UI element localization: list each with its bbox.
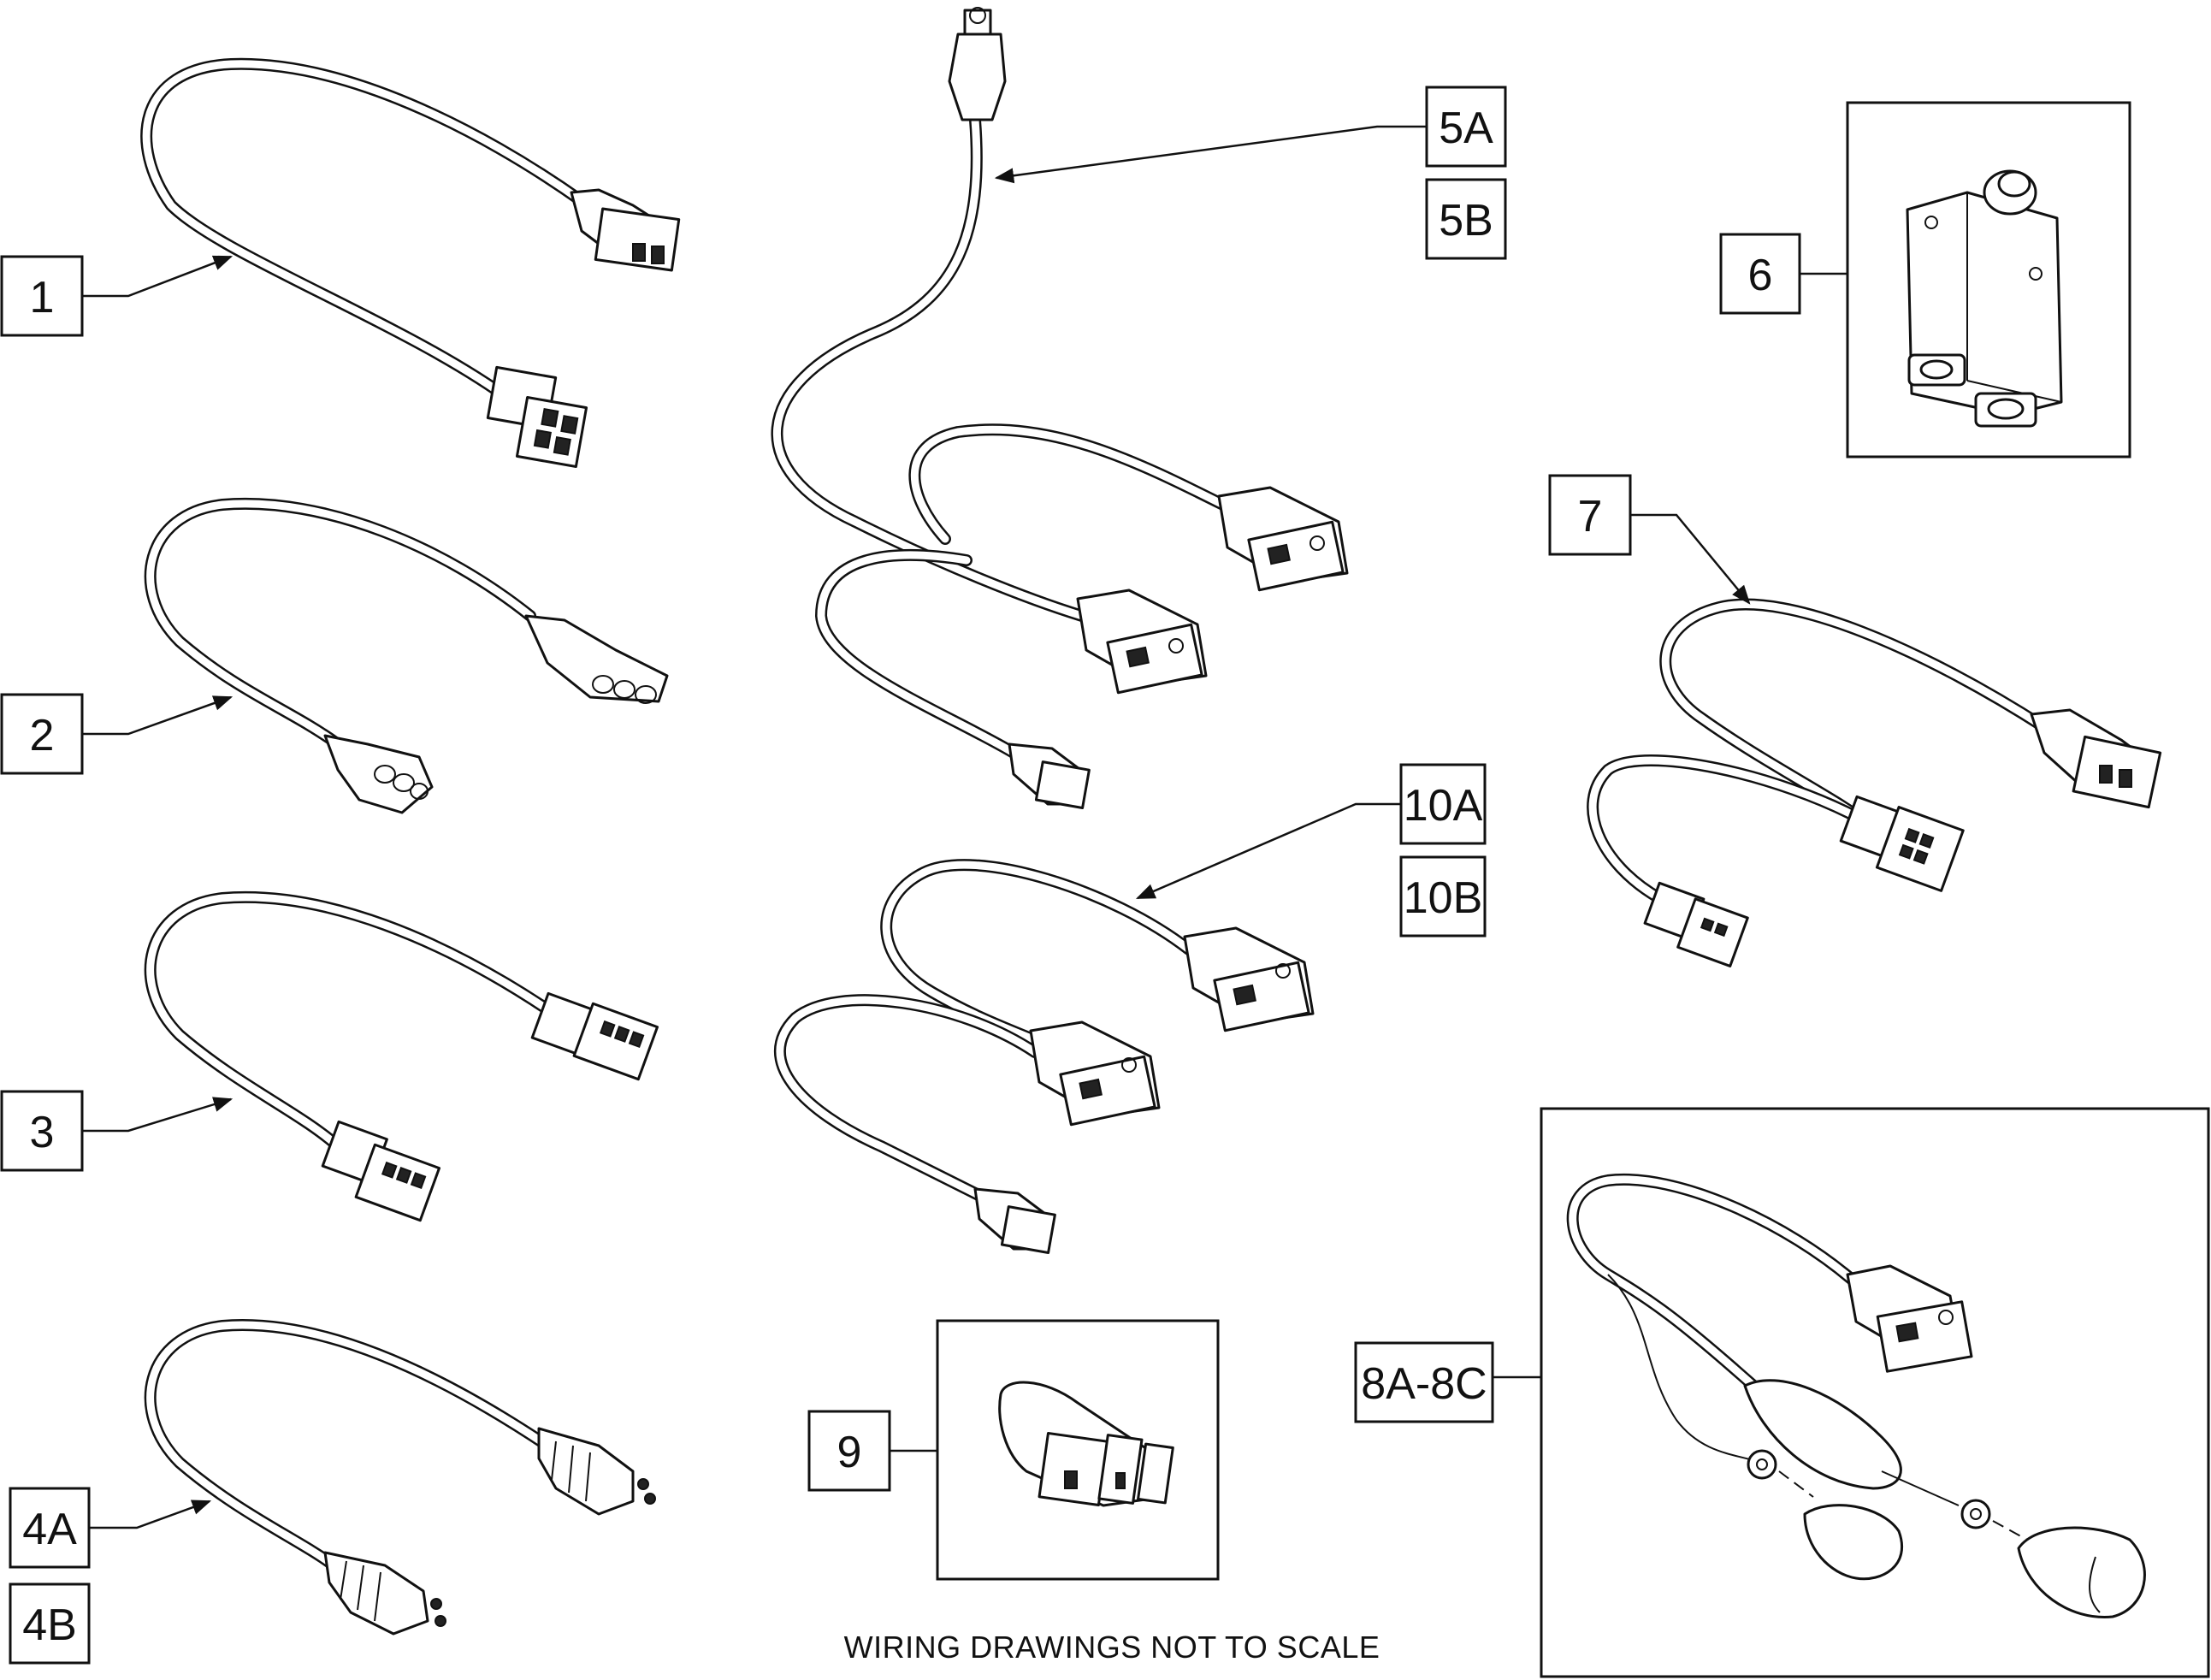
battery-harness-icon	[1540, 1107, 2210, 1678]
harness-7-icon	[1587, 598, 2162, 967]
item-6-frame	[1846, 101, 2131, 458]
svg-text:5A: 5A	[1439, 104, 1493, 153]
svg-text:3: 3	[30, 1108, 55, 1157]
label-10a: 10A	[1399, 763, 1487, 845]
harness-2-icon	[144, 498, 669, 814]
harness-5-icon	[771, 7, 1349, 810]
harness-1-icon	[140, 57, 681, 469]
label-8a-8c: 8A-8C	[1354, 1341, 1494, 1423]
svg-text:10A: 10A	[1404, 781, 1483, 831]
svg-text:10B: 10B	[1404, 873, 1483, 923]
circuit-breaker-icon	[1846, 101, 2131, 458]
svg-text:8A-8C: 8A-8C	[1361, 1359, 1487, 1409]
label-1: 1	[0, 255, 84, 337]
label-5a: 5A	[1425, 86, 1507, 168]
svg-text:5B: 5B	[1439, 196, 1493, 245]
leader-lines	[82, 125, 1847, 1529]
label-9: 9	[807, 1410, 891, 1492]
label-4a: 4A	[9, 1487, 91, 1569]
harness-4-icon	[144, 1319, 656, 1636]
harness-3-icon	[144, 891, 659, 1222]
not-to-scale-note: WIRING DRAWINGS NOT TO SCALE	[844, 1630, 1380, 1665]
item-8-frame	[1540, 1107, 2210, 1678]
label-2: 2	[0, 693, 84, 775]
label-10b: 10B	[1399, 855, 1487, 938]
label-7: 7	[1548, 474, 1632, 556]
svg-text:2: 2	[30, 711, 55, 760]
label-6: 6	[1719, 233, 1801, 315]
svg-text:4B: 4B	[22, 1600, 77, 1650]
harness-10-icon	[773, 859, 1315, 1255]
svg-text:7: 7	[1578, 492, 1603, 541]
svg-text:4A: 4A	[22, 1505, 77, 1554]
svg-text:9: 9	[837, 1428, 862, 1477]
svg-text:1: 1	[30, 273, 55, 322]
svg-text:6: 6	[1748, 251, 1773, 300]
anderson-connector-icon	[936, 1319, 1220, 1581]
label-5b: 5B	[1425, 178, 1507, 260]
label-3: 3	[0, 1090, 84, 1172]
label-4b: 4B	[9, 1582, 91, 1665]
